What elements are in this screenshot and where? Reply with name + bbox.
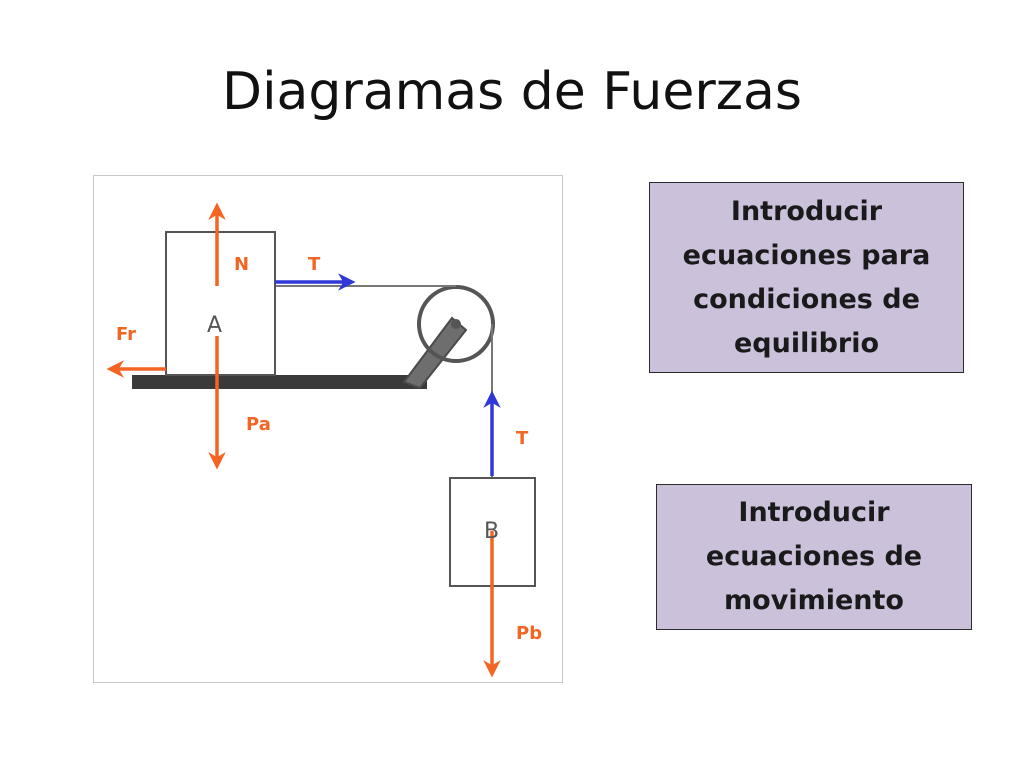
label-friction: Fr [116, 324, 136, 345]
force-diagram-svg: N T Fr A Pa T B Pb [106, 202, 542, 678]
label-weight-a: Pa [246, 414, 271, 435]
block-a [165, 231, 276, 376]
slide-title: Diagramas de Fuerzas [222, 62, 802, 122]
label-block-a: A [207, 313, 222, 338]
table-surface [132, 375, 427, 389]
equilibrium-text: Introducir ecuaciones para condiciones d… [682, 195, 931, 359]
label-tension-top: T [308, 254, 321, 275]
pulley-hub [451, 319, 461, 329]
motion-box: Introducir ecuaciones de movimiento [656, 484, 972, 630]
force-diagram: N T Fr A Pa T B Pb [93, 175, 563, 683]
label-tension-right: T [516, 428, 529, 449]
label-block-b: B [484, 519, 499, 544]
motion-text: Introducir ecuaciones de movimiento [705, 497, 923, 616]
label-weight-b: Pb [516, 623, 542, 644]
equilibrium-box: Introducir ecuaciones para condiciones d… [649, 182, 964, 373]
label-normal: N [234, 254, 249, 275]
